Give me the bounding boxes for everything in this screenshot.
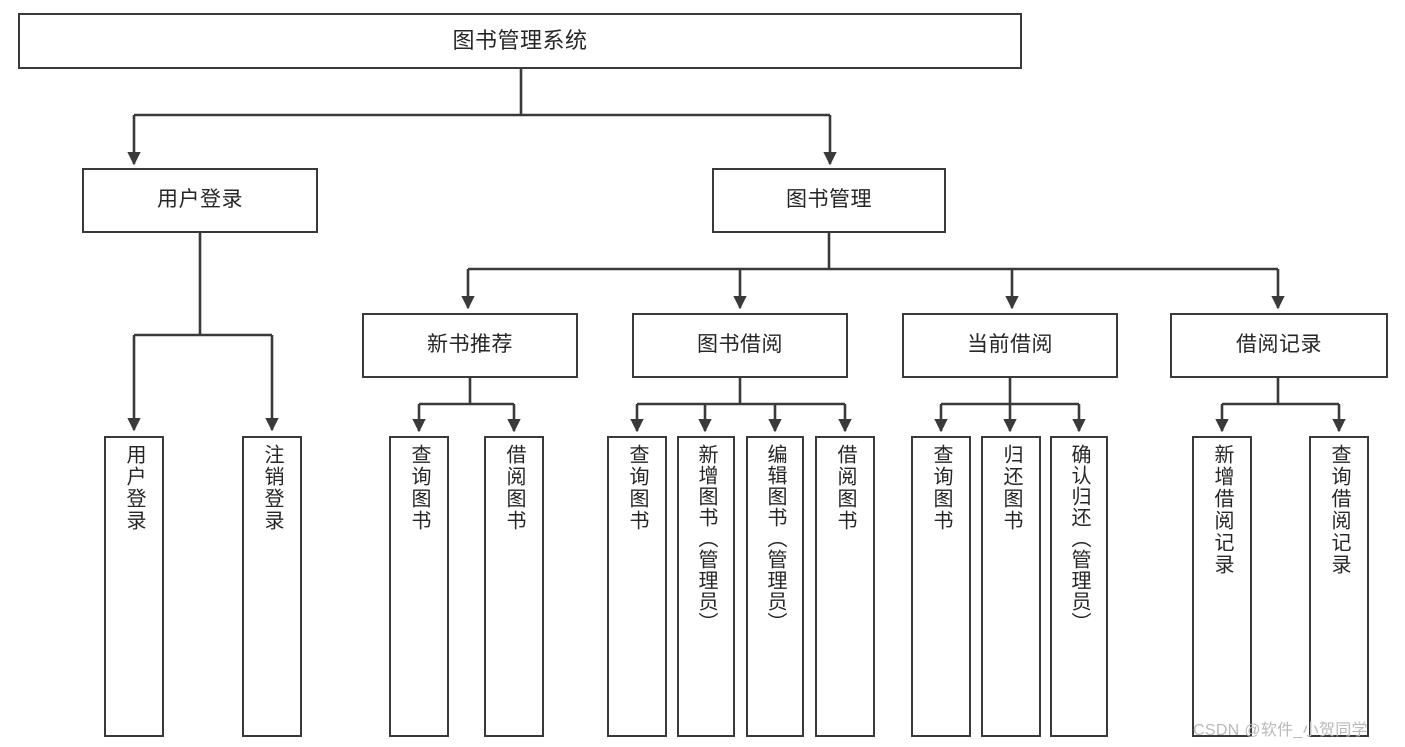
leaf-return-book[interactable]: 归还图书 (981, 436, 1041, 737)
node-label: 图书管理 (786, 188, 872, 212)
node-label: 查询借阅记录 (1328, 444, 1350, 576)
node-label: 借阅图书 (834, 444, 856, 532)
leaf-query-book-new[interactable]: 查询图书 (389, 436, 449, 737)
csdn-watermark: CSDN @软件_小贺同学 (1193, 722, 1368, 739)
node-label: 图书借阅 (697, 333, 783, 357)
node-label: 当前借阅 (967, 333, 1053, 357)
node-label: 确认归还（管理员） (1068, 444, 1090, 633)
leaf-confirm-return-admin[interactable]: 确认归还（管理员） (1050, 436, 1108, 737)
node-label: 新书推荐 (427, 333, 513, 357)
node-label: 用户登录 (157, 188, 243, 212)
leaf-borrow-book[interactable]: 借阅图书 (815, 436, 875, 737)
leaf-query-borrow-record[interactable]: 查询借阅记录 (1309, 436, 1369, 737)
node-label: 查询图书 (626, 444, 648, 532)
node-label: 借阅图书 (503, 444, 525, 532)
node-label: 查询图书 (930, 444, 952, 532)
leaf-add-borrow-record[interactable]: 新增借阅记录 (1192, 436, 1252, 737)
leaf-user-login[interactable]: 用户登录 (104, 436, 164, 737)
node-current-borrow[interactable]: 当前借阅 (902, 313, 1118, 378)
node-label: 新增图书（管理员） (695, 444, 717, 633)
leaf-add-book-admin[interactable]: 新增图书（管理员） (677, 436, 735, 737)
node-label: 编辑图书（管理员） (764, 444, 786, 633)
leaf-logout[interactable]: 注销登录 (242, 436, 302, 737)
node-label: 用户登录 (123, 444, 145, 532)
leaf-edit-book-admin[interactable]: 编辑图书（管理员） (746, 436, 804, 737)
node-label: 注销登录 (261, 444, 283, 532)
node-label: 新增借阅记录 (1211, 444, 1233, 576)
leaf-query-book-borrow[interactable]: 查询图书 (607, 436, 667, 737)
node-user-login[interactable]: 用户登录 (82, 168, 318, 233)
node-book-borrow[interactable]: 图书借阅 (632, 313, 848, 378)
node-label: 查询图书 (408, 444, 430, 532)
node-root-system[interactable]: 图书管理系统 (18, 13, 1022, 69)
node-book-management[interactable]: 图书管理 (712, 168, 946, 233)
leaf-borrow-book-new[interactable]: 借阅图书 (484, 436, 544, 737)
node-borrow-record[interactable]: 借阅记录 (1170, 313, 1388, 378)
leaf-query-book-current[interactable]: 查询图书 (911, 436, 971, 737)
node-label: 借阅记录 (1236, 333, 1322, 357)
node-label: 归还图书 (1000, 444, 1022, 532)
node-label: 图书管理系统 (452, 27, 588, 53)
node-new-book-recommend[interactable]: 新书推荐 (362, 313, 578, 378)
